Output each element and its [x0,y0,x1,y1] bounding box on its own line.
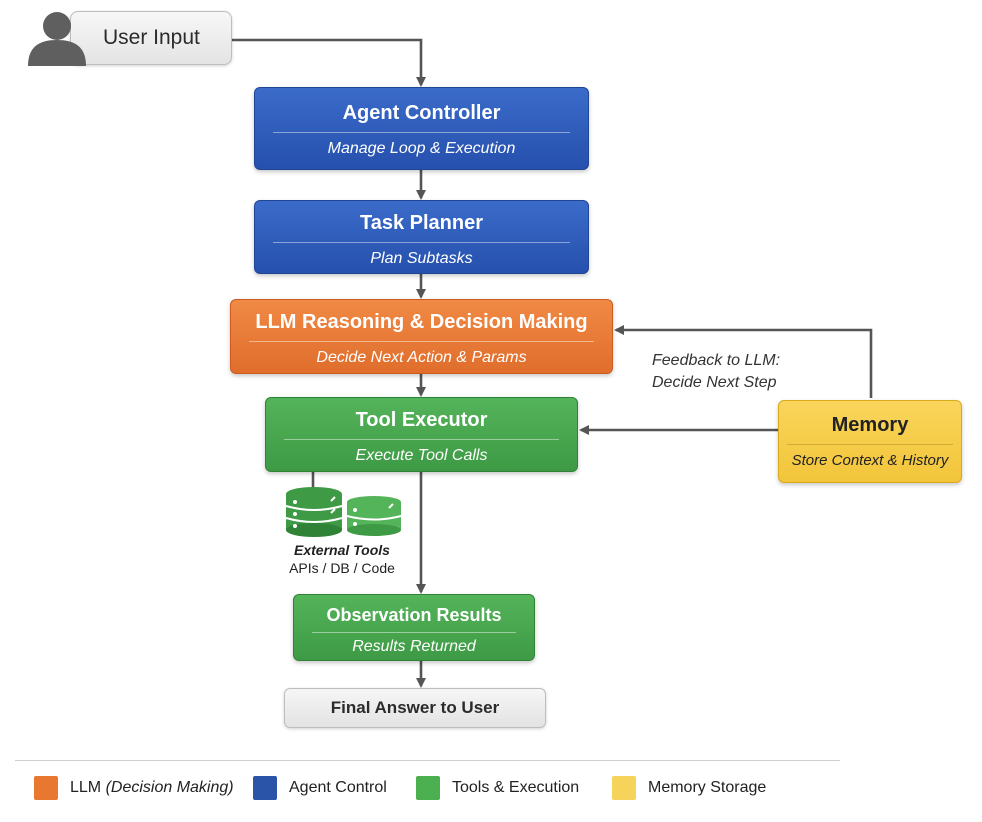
final-answer-node: Final Answer to User [284,688,546,728]
legend-swatch-memory [612,776,636,800]
legend-swatch-agent-control [253,776,277,800]
legend-swatch-llm [34,776,58,800]
tool-executor-title: Tool Executor [355,409,488,431]
agent-controller-title: Agent Controller [342,102,501,124]
arrow-user-to-controller [232,38,426,87]
memory-node: Memory Store Context & History [778,400,962,483]
agent-controller-subtitle: Manage Loop & Execution [327,140,516,157]
agent-controller-node: Agent Controller Manage Loop & Execution [254,87,589,170]
external-tools-subtitle: APIs / DB / Code [289,560,395,576]
legend-swatch-tools [416,776,440,800]
legend-label-memory: Memory Storage [648,779,767,796]
tool-executor-node: Tool Executor Execute Tool Calls [265,397,578,472]
observation-results-divider [312,632,516,633]
task-planner-subtitle: Plan Subtasks [370,250,473,267]
user-avatar-icon [28,12,86,66]
feedback-label: Feedback to LLM: Decide Next Step [652,350,780,394]
observation-results-node: Observation Results Results Returned [293,594,535,661]
arrow-memory-feedback-to-llm [614,325,873,398]
external-tools-label: External Tools APIs / DB / Code [268,541,416,577]
memory-divider [787,444,953,445]
feedback-line-2: Decide Next Step [652,374,777,391]
user-input-label: User Input [103,26,200,49]
external-tools-title: External Tools [294,542,390,558]
legend-label-agent-control: Agent Control [289,779,387,796]
task-planner-node: Task Planner Plan Subtasks [254,200,589,274]
observation-results-title: Observation Results [326,605,502,625]
llm-reasoning-divider [249,341,594,342]
final-answer-label: Final Answer to User [330,698,500,717]
legend-divider [15,760,840,761]
agent-controller-divider [273,132,570,133]
task-planner-title: Task Planner [359,212,484,234]
memory-subtitle: Store Context & History [791,452,949,469]
legend-label-tools: Tools & Execution [452,779,580,796]
tool-executor-divider [284,439,559,440]
observation-results-subtitle: Results Returned [352,638,476,655]
llm-reasoning-title: LLM Reasoning & Decision Making [255,311,588,333]
memory-title: Memory [831,414,909,436]
user-input-node: User Input [70,11,232,65]
llm-reasoning-node: LLM Reasoning & Decision Making Decide N… [230,299,613,374]
legend-label-llm: LLM (Decision Making) [70,779,234,796]
llm-reasoning-subtitle: Decide Next Action & Params [316,349,527,366]
task-planner-divider [273,242,570,243]
feedback-line-1: Feedback to LLM: [652,352,781,369]
database-icon [285,487,402,537]
tool-executor-subtitle: Execute Tool Calls [355,447,488,464]
